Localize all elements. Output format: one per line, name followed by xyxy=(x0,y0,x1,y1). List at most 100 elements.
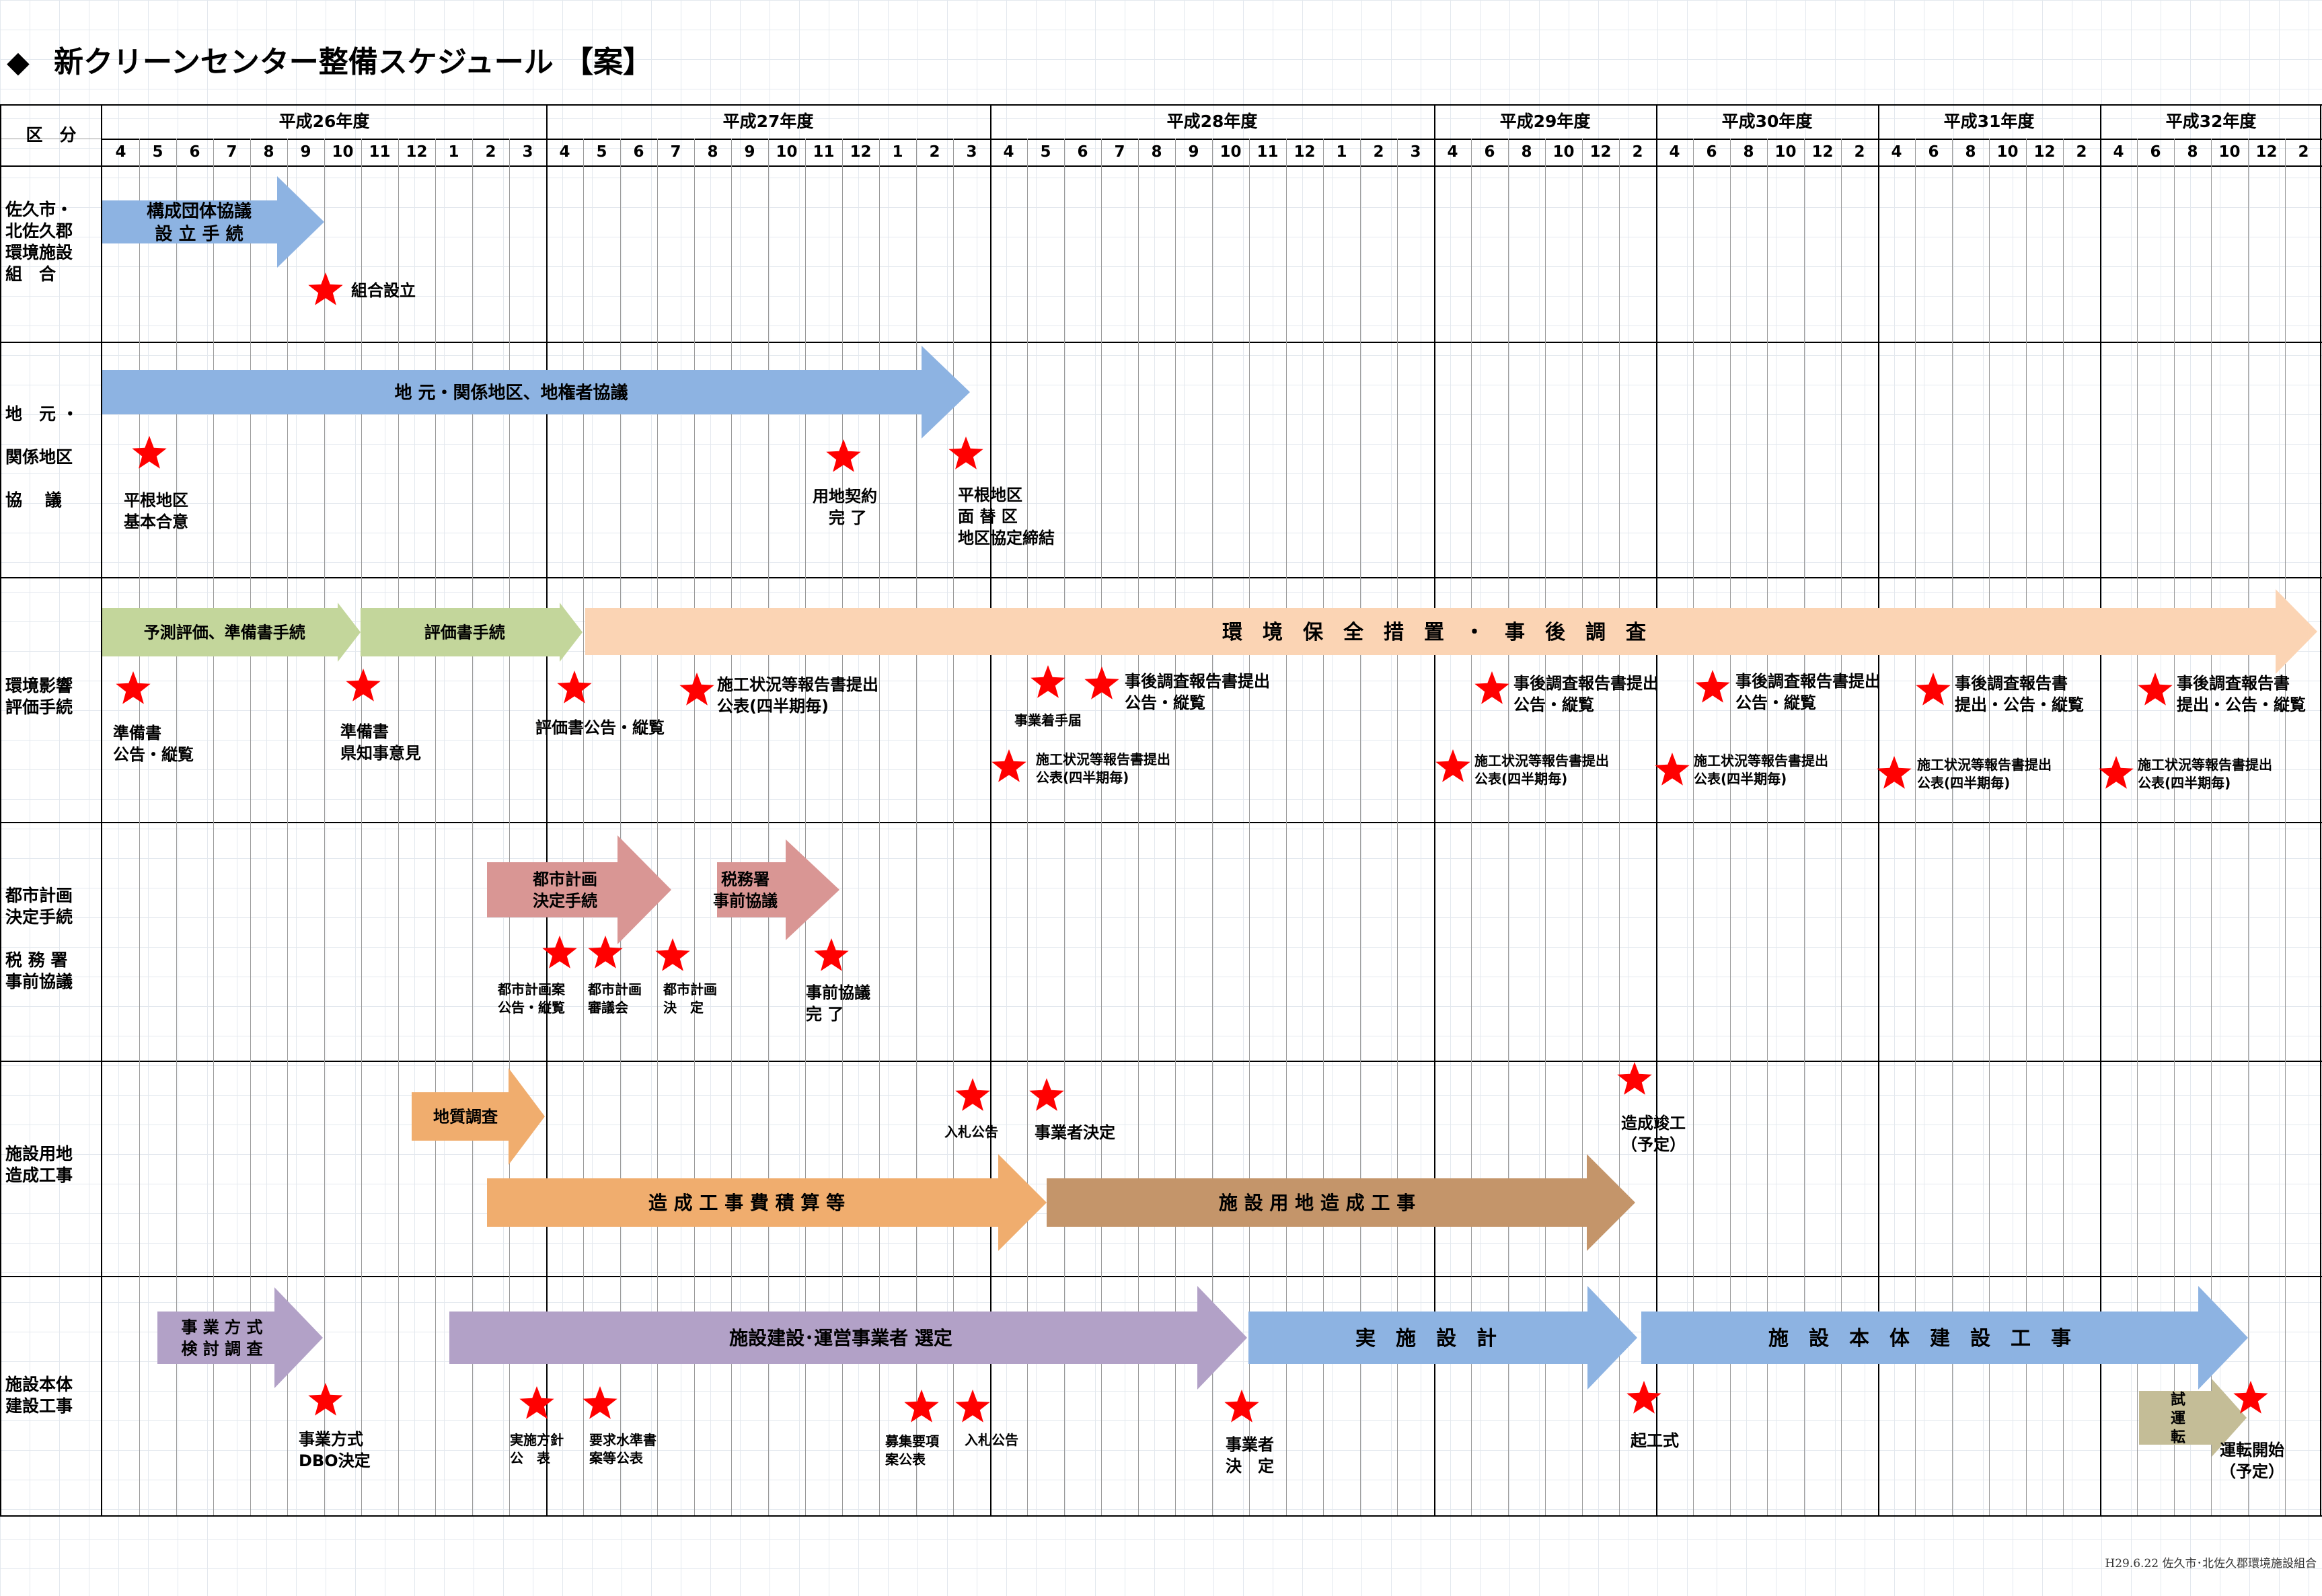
arrow-local-consultation-label: 地 元・関係地区、地権者協議 xyxy=(394,382,628,403)
milestone-star-icon xyxy=(1031,665,1065,698)
grid-vline xyxy=(1841,139,1842,1515)
arrow-setup-shape xyxy=(102,176,324,268)
year-header: 平成28年度 xyxy=(1166,112,1258,131)
milestone-star-icon xyxy=(132,436,167,469)
grid-vline xyxy=(1323,139,1324,1515)
milestone-star-icon xyxy=(1617,1062,1652,1095)
milestone-star-icon xyxy=(1877,756,1912,789)
arrow-design-label: 実 施 設 計 xyxy=(1355,1327,1497,1351)
milestone-label: 起工式 xyxy=(1631,1431,1679,1450)
grid-vline xyxy=(1101,139,1102,1515)
arrow-city-planning: 都市計画決定手続 xyxy=(487,835,671,944)
grid-vline xyxy=(657,139,658,1515)
grid-vline xyxy=(1952,139,1953,1515)
grid-vline xyxy=(805,139,806,1515)
month-header: 12 xyxy=(2033,143,2056,161)
arrow-design: 実 施 設 計 xyxy=(1248,1286,1637,1390)
month-header: 12 xyxy=(1294,143,1316,161)
milestone-label: 都市計画 審議会 xyxy=(588,981,642,1016)
grid-vline xyxy=(1212,139,1213,1515)
year-header: 平成29年度 xyxy=(1499,112,1591,131)
month-header: 3 xyxy=(1410,143,1421,161)
milestone-label: 施工状況等報告書提出 公表(四半期毎) xyxy=(717,675,878,716)
arrow-geology: 地質調査 xyxy=(412,1068,545,1165)
arrow-construction-shape xyxy=(1641,1286,2248,1390)
grid-vline xyxy=(2100,104,2101,1515)
footer-note: H29.6.22 佐久市･北佐久郡環境施設組合 xyxy=(2105,1557,2317,1570)
month-header: 3 xyxy=(966,143,977,161)
grid-row-separator xyxy=(0,342,2322,343)
milestone-star-icon xyxy=(955,1078,990,1111)
month-header: 8 xyxy=(1521,143,1532,161)
month-header: 11 xyxy=(1257,143,1279,161)
milestone-label: 都市計画案 公告・縦覧 xyxy=(498,981,565,1016)
arrow-construction-label: 施 設 本 体 建 設 工 事 xyxy=(1768,1327,2071,1351)
month-header: 12 xyxy=(406,143,428,161)
month-header: 6 xyxy=(633,143,644,161)
grid-vline xyxy=(1434,104,1435,1515)
arrow-geology-shape xyxy=(412,1068,545,1165)
milestone-label: 施工状況等報告書提出 公表(四半期毎) xyxy=(1474,753,1609,787)
milestone-label: 募集要項 案公表 xyxy=(885,1433,939,1468)
grid-vline xyxy=(1249,139,1250,1515)
month-header: 10 xyxy=(332,143,354,161)
month-header: 8 xyxy=(2187,143,2198,161)
arrow-site-work-shape xyxy=(1047,1154,1635,1251)
grid-row-separator xyxy=(0,1061,2322,1062)
milestone-label: 事後調査報告書提出 公告・縦覧 xyxy=(1125,672,1270,712)
page-title-text: 新クリーンセンター整備スケジュール 【案】 xyxy=(54,45,653,79)
milestone-star-icon xyxy=(1084,667,1119,699)
grid-vline xyxy=(398,139,399,1515)
month-header: 11 xyxy=(813,143,835,161)
grid-vline xyxy=(990,104,991,1515)
month-header: 6 xyxy=(189,143,200,161)
milestone-star-icon xyxy=(655,938,690,971)
milestone-label: 組合設立 xyxy=(351,281,416,300)
month-header: 10 xyxy=(2218,143,2241,161)
milestone-label: 事後調査報告書提出 公告・縦覧 xyxy=(1513,674,1659,714)
grid-vline xyxy=(509,139,510,1515)
month-header: 10 xyxy=(776,143,798,161)
milestone-star-icon xyxy=(1626,1381,1661,1414)
milestone-star-icon xyxy=(679,673,714,706)
row-label: 都市計画 決定手続 税 務 署 事前協議 xyxy=(5,886,73,991)
grid-vline xyxy=(1027,139,1028,1515)
year-header: 平成31年度 xyxy=(1943,112,2035,131)
milestone-star-icon xyxy=(1435,749,1470,782)
grid-vline xyxy=(1915,139,1916,1515)
milestone-star-icon xyxy=(116,671,151,704)
grid-vline xyxy=(1175,139,1176,1515)
milestone-label: 施工状況等報告書提出 公表(四半期毎) xyxy=(1917,757,2052,791)
milestone-star-icon xyxy=(1029,1078,1064,1111)
grid-vline xyxy=(916,139,917,1515)
grid-vline xyxy=(324,139,325,1515)
arrow-geology-label: 地質調査 xyxy=(433,1108,498,1127)
milestone-star-icon xyxy=(1655,753,1690,786)
month-header: 1 xyxy=(448,143,459,161)
diamond-marker-icon: ◆ xyxy=(7,45,30,79)
grid-hline xyxy=(0,104,2322,106)
arrow-method-study-shape xyxy=(157,1287,323,1388)
month-header: 6 xyxy=(1077,143,1088,161)
grid-vline xyxy=(101,104,102,1515)
grid-vline xyxy=(583,139,584,1515)
milestone-star-icon xyxy=(557,671,592,704)
grid-vline xyxy=(435,139,436,1515)
row-label: 環境影響 評価手続 xyxy=(5,676,73,717)
grid-vline xyxy=(2285,139,2286,1515)
arrow-environment-shape xyxy=(585,589,2317,674)
arrow-assessment: 評価書手続 xyxy=(361,603,583,662)
grid-vline xyxy=(694,139,695,1515)
milestone-star-icon xyxy=(1916,673,1951,706)
milestone-label: 入札公告 xyxy=(965,1432,1018,1448)
month-header: 5 xyxy=(1040,143,1051,161)
arrow-method-study-label: 事 業 方 式検 討 調 査 xyxy=(181,1318,262,1359)
month-header: 4 xyxy=(115,143,126,161)
month-header: 1 xyxy=(892,143,903,161)
month-header: 6 xyxy=(1928,143,1939,161)
arrow-tax-office-label: 税務署事前協議 xyxy=(713,870,778,911)
milestone-label: 要求水準書 案等公表 xyxy=(589,1432,657,1466)
milestone-star-icon xyxy=(948,436,983,469)
milestone-label: 平根地区 面 替 区 地区協定締結 xyxy=(958,486,1055,547)
